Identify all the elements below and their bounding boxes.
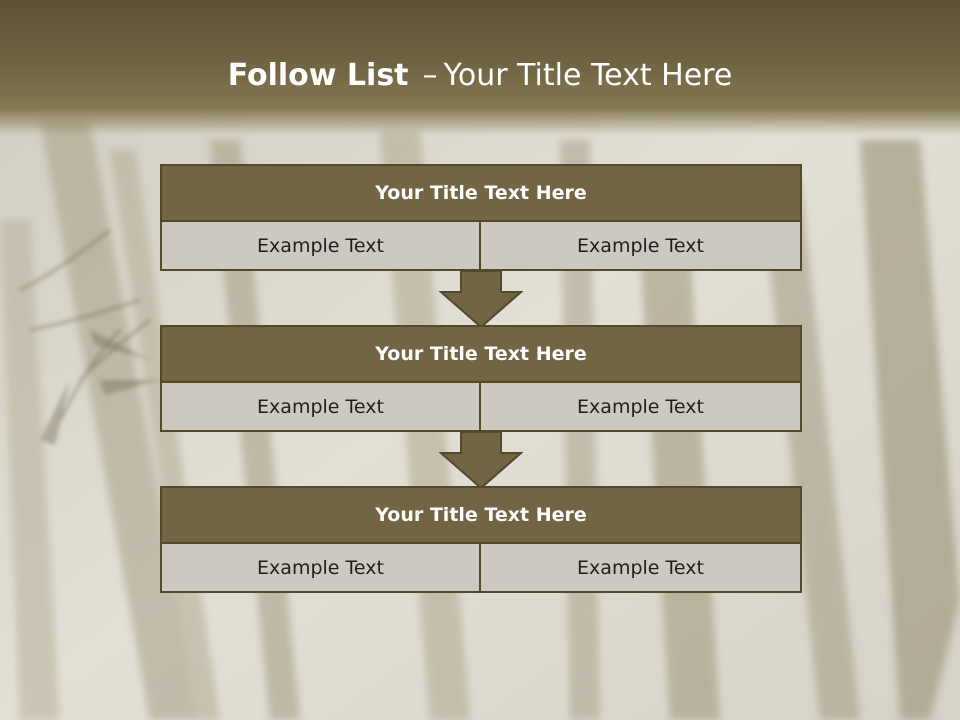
step-left-cell: Example Text: [160, 383, 481, 432]
step-title: Your Title Text Here: [160, 164, 802, 222]
step-title: Your Title Text Here: [160, 325, 802, 383]
step-right-cell: Example Text: [481, 383, 802, 432]
title-rest: Your Title Text Here: [443, 58, 733, 93]
step-right-cell: Example Text: [481, 222, 802, 271]
page-title: Follow List–Your Title Text Here: [0, 56, 960, 96]
header-band: [0, 0, 960, 135]
step-row: Example Text Example Text: [160, 544, 802, 593]
step-right-cell: Example Text: [481, 544, 802, 593]
step-left-cell: Example Text: [160, 544, 481, 593]
step-row: Example Text Example Text: [160, 222, 802, 271]
title-separator: –: [422, 58, 438, 93]
step-block-1: Your Title Text Here Example Text Exampl…: [160, 164, 802, 271]
step-row: Example Text Example Text: [160, 383, 802, 432]
step-block-2: Your Title Text Here Example Text Exampl…: [160, 325, 802, 432]
down-arrow-icon: [439, 270, 523, 328]
step-left-cell: Example Text: [160, 222, 481, 271]
step-block-3: Your Title Text Here Example Text Exampl…: [160, 486, 802, 593]
title-bold: Follow List: [227, 58, 409, 93]
down-arrow-icon: [439, 431, 523, 489]
step-title: Your Title Text Here: [160, 486, 802, 544]
